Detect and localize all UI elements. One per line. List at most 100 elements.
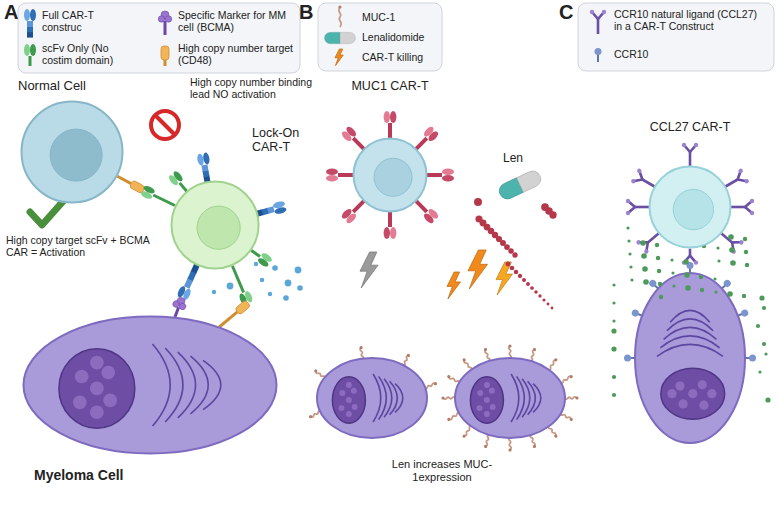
chemokine-dot xyxy=(759,295,764,300)
mucin-tip xyxy=(508,344,511,347)
cytokine-dot xyxy=(227,283,234,290)
legend-text: CCR10 natural ligand (CCL27) in a CAR-T … xyxy=(614,8,768,32)
cell-membrane xyxy=(650,167,731,248)
prohibition-bar xyxy=(155,115,175,135)
mucin-tip xyxy=(508,448,511,451)
muc1-receptor xyxy=(564,396,579,399)
chromatin-spot xyxy=(707,389,716,398)
mucin-tip xyxy=(484,444,488,448)
chromatin-spot xyxy=(346,382,352,388)
cell-nucleus xyxy=(661,368,725,419)
cd48-receptor xyxy=(116,173,146,194)
chromatin-spot xyxy=(699,401,708,410)
drug-particle xyxy=(551,307,554,310)
mucin-tip xyxy=(554,434,558,438)
cytokine-dot xyxy=(272,265,278,271)
car-t-cell: Lock-On CAR-T xyxy=(170,180,260,270)
chromatin-spot xyxy=(352,404,358,410)
mucin-tip xyxy=(575,396,578,399)
mucin-strand xyxy=(339,7,341,27)
chemokine-dot xyxy=(762,342,766,346)
receptor-stem xyxy=(388,123,392,138)
marker-head xyxy=(172,300,180,308)
car-t-cell: CCL27 CAR-T xyxy=(648,165,732,249)
receptor-stem xyxy=(218,311,238,328)
cell-label: MUC1 CAR-T xyxy=(330,79,450,93)
chromatin-spot xyxy=(90,405,104,419)
binder-lobe xyxy=(196,153,204,166)
receptor-head xyxy=(722,278,732,288)
ligand-cap xyxy=(750,199,754,203)
legend-icons xyxy=(24,5,606,66)
binder-lobe xyxy=(384,111,390,123)
car-receptor xyxy=(176,263,202,301)
annotation: High copy target scFv + BCMA CAR = Activ… xyxy=(6,234,156,258)
chemokine-dot xyxy=(700,288,704,292)
cell-label: Lock-On CAR-T xyxy=(252,126,314,155)
endoplasmic-reticulum xyxy=(390,381,398,415)
chromatin-spot xyxy=(667,389,676,398)
marker-head xyxy=(165,16,171,22)
receptor-stem xyxy=(164,21,167,35)
binder-lobe xyxy=(442,175,454,181)
cytokine-dot xyxy=(260,278,264,282)
binder-lobe xyxy=(326,169,338,175)
car-receptor xyxy=(255,200,287,219)
legend-panel xyxy=(318,3,442,71)
cytokine-dot xyxy=(283,295,289,301)
cd48-receptor xyxy=(161,46,169,66)
legend-text: CAR-T killing xyxy=(362,51,438,63)
car-domain xyxy=(27,21,33,27)
cytokine-dot xyxy=(254,262,258,266)
binder-lobe xyxy=(30,44,36,56)
binder-lobe xyxy=(340,207,353,220)
chromatin-spot xyxy=(489,388,495,394)
chemokine-dot xyxy=(742,294,746,298)
mucin-tip xyxy=(569,417,573,421)
chemokine-dot xyxy=(612,375,616,379)
chromatin-spot xyxy=(675,381,684,390)
panel-letter: C xyxy=(559,1,577,24)
ccl27-receptor xyxy=(626,199,649,215)
drug-particle xyxy=(526,282,530,286)
receptor-head xyxy=(648,278,658,288)
chemokine-dot xyxy=(716,246,719,249)
car-domain xyxy=(27,26,33,32)
drug-particle xyxy=(474,198,482,206)
mucin-tip xyxy=(406,353,410,357)
mucin-tip xyxy=(433,382,437,386)
chromatin-spot xyxy=(73,395,87,409)
bcma-receptor xyxy=(158,11,171,35)
mucin-tip xyxy=(447,374,451,378)
legend-text: High copy number target (CD48) xyxy=(178,42,293,66)
mucin-tip xyxy=(462,434,466,438)
chemokine-dot xyxy=(756,324,760,328)
ligand-cap xyxy=(630,178,636,184)
chromatin-spot xyxy=(351,388,357,394)
chemokine-dot xyxy=(612,393,616,397)
mucin-tip xyxy=(308,415,312,419)
chromatin-spot xyxy=(339,390,345,396)
receptor-stem xyxy=(338,173,353,177)
muc1-receptor xyxy=(441,396,456,399)
muccar-receptor xyxy=(384,111,397,138)
ligand-cap xyxy=(750,211,754,215)
chromatin-spot xyxy=(346,397,352,403)
muc1-receptor xyxy=(338,5,341,27)
binder-lobe xyxy=(326,175,338,181)
legend-text: Specific Marker for MM cell (BCMA) xyxy=(178,9,293,33)
chemokine-dot xyxy=(655,243,659,247)
chemokine-dot xyxy=(745,263,749,267)
binder-lobe xyxy=(442,169,454,175)
target-head xyxy=(235,300,251,315)
receptor-stem xyxy=(427,173,442,177)
lightning-bolt xyxy=(360,252,378,288)
car-domain xyxy=(267,206,275,213)
muccar-receptor xyxy=(427,169,454,182)
cell-nucleus xyxy=(332,377,365,423)
cell-membrane xyxy=(354,139,427,212)
mucin-tip xyxy=(314,369,318,373)
receptor-head xyxy=(631,309,640,318)
background-cells xyxy=(317,273,745,443)
muc1-receptor xyxy=(508,344,511,359)
